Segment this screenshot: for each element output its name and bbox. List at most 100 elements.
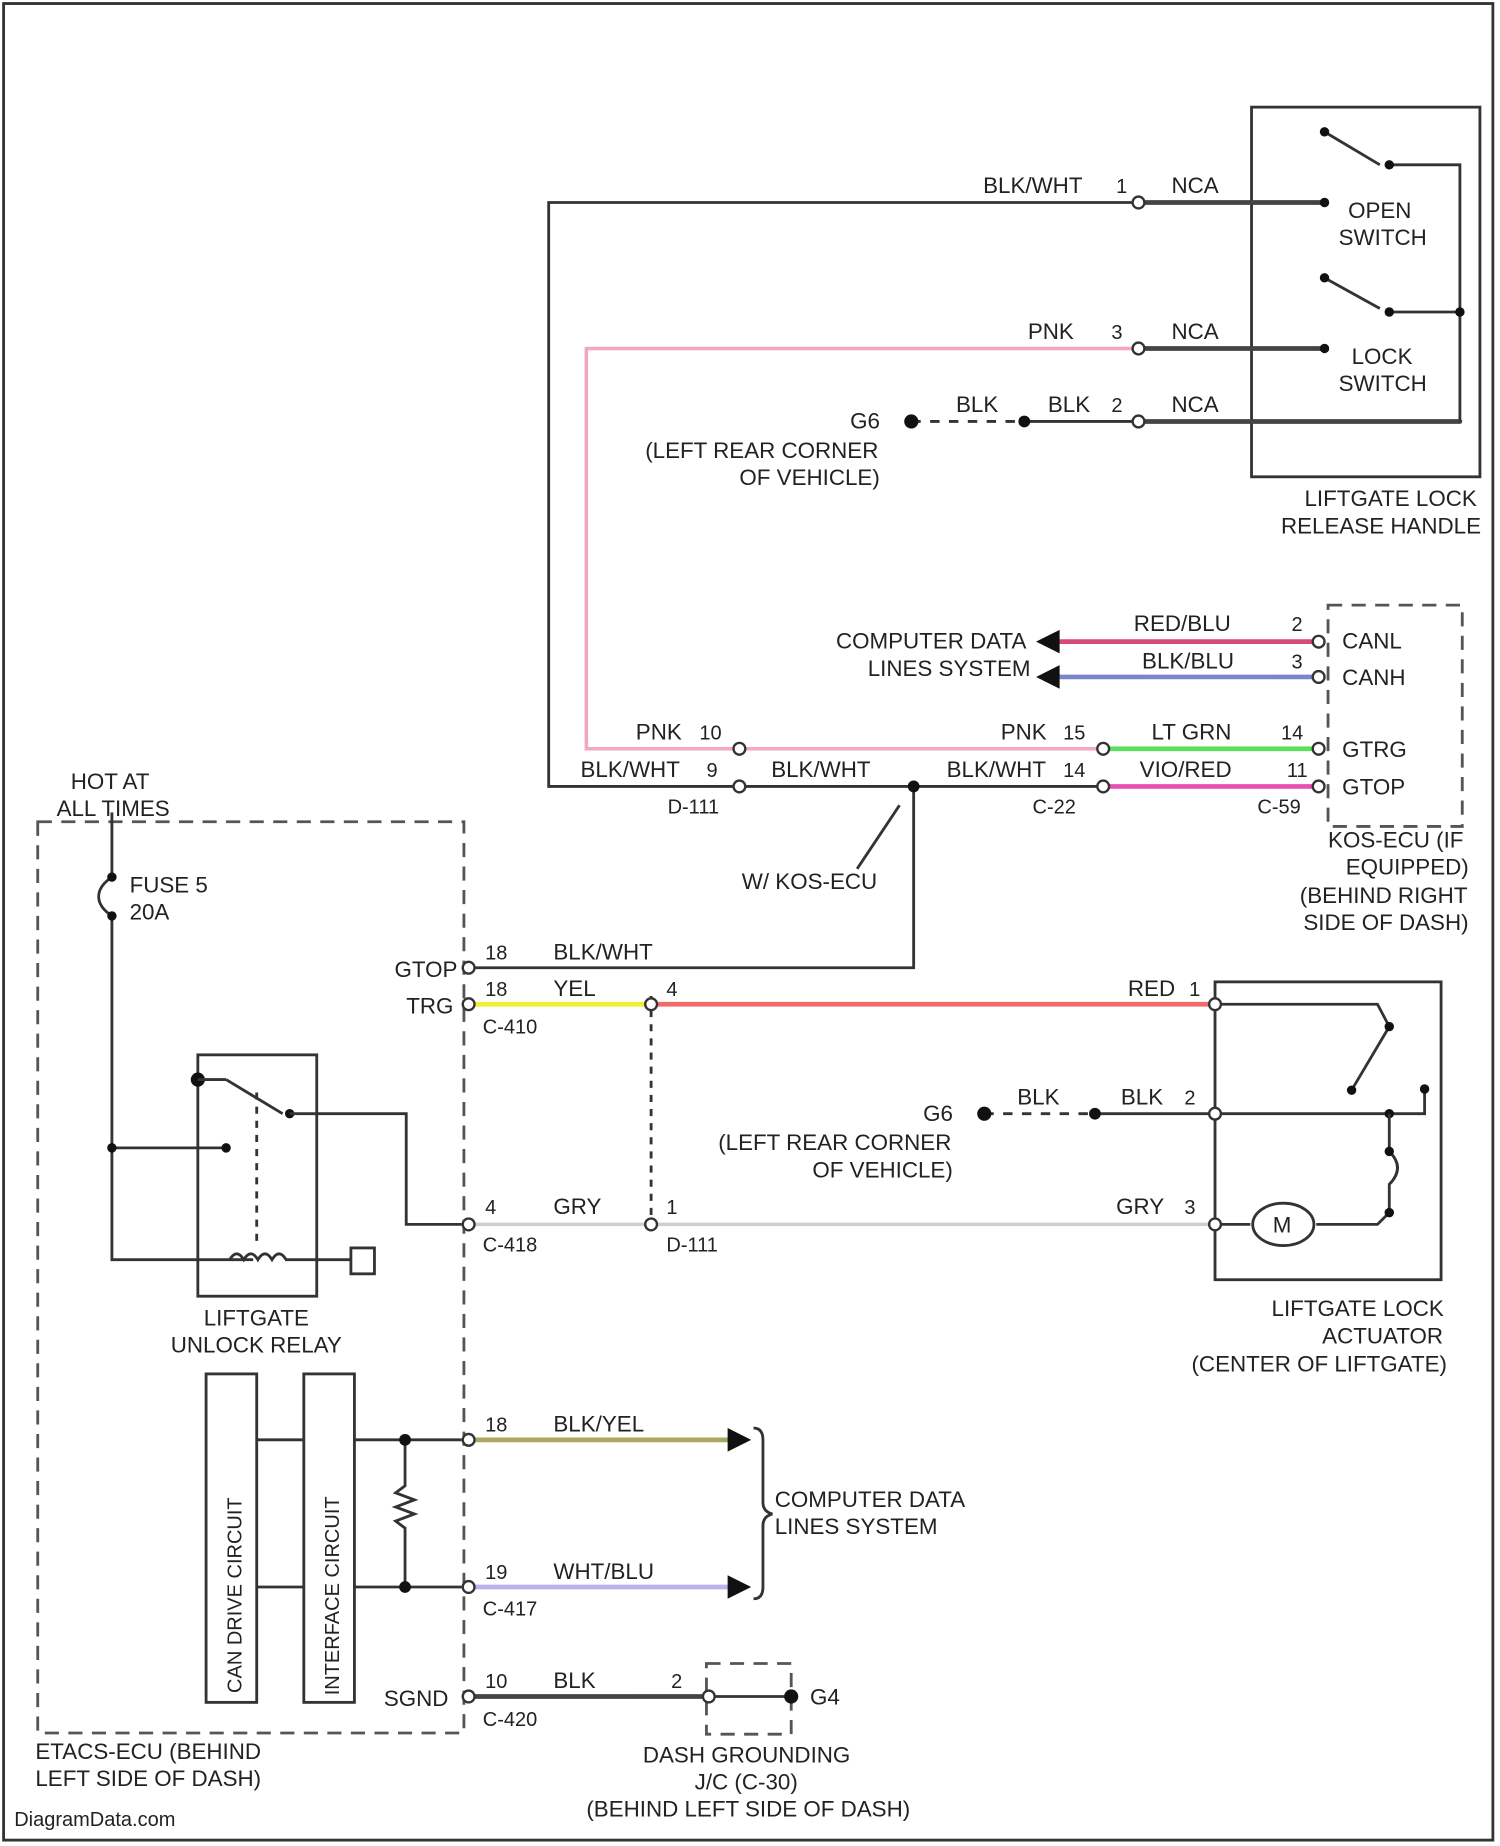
ltgrn-pin: 14	[1281, 722, 1303, 744]
term-act-1	[1209, 998, 1221, 1010]
blk-wht-loop-wire	[549, 202, 1139, 786]
canl-label: CANL	[1342, 629, 1402, 654]
trg-wire: YEL	[553, 976, 595, 1001]
splice-label: W/ KOS-ECU	[742, 869, 877, 894]
canh-wire-color: BLK/BLU	[1142, 649, 1234, 674]
etacs-ecu-label-2: LEFT SIDE OF DASH)	[35, 1766, 261, 1791]
actuator-section: M RED 1 G6 BLK BLK 2 (LEFT REAR CORNER O…	[718, 976, 1447, 1377]
handle-ground-desc-2: OF VEHICLE)	[739, 465, 879, 490]
actuator-motor-dot	[1385, 1208, 1394, 1217]
blk-yel-arrow	[728, 1428, 752, 1452]
wht-blu-arrow	[728, 1575, 752, 1599]
sgnd-conn: C-420	[483, 1709, 537, 1731]
switch-bus-node	[1455, 307, 1464, 316]
terminal-pin3	[1133, 343, 1145, 355]
dash-gnd-label-1: DASH GROUNDING	[643, 1742, 850, 1767]
lock-switch-label-2: SWITCH	[1339, 371, 1427, 396]
relay-nc-contact	[221, 1143, 230, 1152]
release-handle-label-2: RELEASE HANDLE	[1281, 513, 1481, 538]
term-canl-19	[463, 1581, 475, 1593]
lock-nca: NCA	[1171, 319, 1218, 344]
canh-arrow	[1036, 665, 1060, 689]
kos-splice-dot	[908, 781, 920, 793]
kos-ecu-label-4: SIDE OF DASH)	[1303, 910, 1468, 935]
vio-pin: 11	[1287, 760, 1308, 782]
etacs-canh-wire: BLK/YEL	[553, 1412, 644, 1437]
term-sgnd-2	[703, 1691, 715, 1703]
termination-resistor	[396, 1440, 415, 1587]
resistor-bottom-dot	[399, 1581, 411, 1593]
bw-right-wire: BLK/WHT	[947, 757, 1047, 782]
act-ground-wire-1: BLK	[1017, 1084, 1059, 1109]
trg-label: TRG	[406, 994, 453, 1019]
sgnd-pin-2: 2	[671, 1671, 682, 1693]
handle-ground-pin: 2	[1111, 395, 1122, 417]
gtop-label-kos: GTOP	[1342, 775, 1405, 800]
actuator-label-3: (CENTER OF LIFTGATE)	[1191, 1352, 1446, 1377]
terminal-pin2	[1133, 416, 1145, 428]
bw-right-pin: 14	[1063, 760, 1085, 782]
fuse-bottom-dot	[107, 911, 116, 920]
terminal-pin1	[1133, 197, 1145, 209]
act-gry-pin: 3	[1184, 1197, 1195, 1219]
canl-arrow	[1036, 630, 1060, 654]
pnk-left-pin: 10	[699, 722, 721, 744]
out-wire: GRY	[553, 1194, 601, 1219]
conn-c22: C-22	[1033, 797, 1076, 819]
open-switch-blade	[1325, 132, 1380, 165]
lock-switch-blade	[1325, 278, 1380, 309]
kos-data-label-2: LINES SYSTEM	[868, 656, 1031, 681]
term-gtop-18	[463, 962, 475, 974]
sgnd-label: SGND	[384, 1686, 449, 1711]
gry-splice-pin: 1	[666, 1197, 677, 1219]
fuse-out-wire	[112, 916, 253, 1260]
actuator-switch-top	[1385, 1022, 1394, 1031]
term-c22-14	[1097, 781, 1109, 793]
lock-switch-contact-b	[1385, 307, 1394, 316]
hot-label-2: ALL TIMES	[57, 796, 170, 821]
ground-dot-g6-top	[904, 414, 918, 428]
term-c22-15	[1097, 743, 1109, 755]
conn-d111: D-111	[668, 797, 720, 819]
act-ground-id: G6	[923, 1101, 953, 1126]
sgnd-ground-id: G4	[810, 1685, 840, 1710]
term-trg-18	[463, 998, 475, 1010]
actuator-red-internal	[1220, 1004, 1390, 1026]
term-splice-1	[645, 1219, 657, 1231]
canl-wire-color: RED/BLU	[1134, 611, 1231, 636]
fuse-top-dot	[107, 872, 116, 881]
kos-ecu-label-3: (BEHIND RIGHT	[1300, 883, 1468, 908]
term-act-3	[1209, 1219, 1221, 1231]
act-red-pin: 1	[1189, 979, 1200, 1001]
act-ground-pin: 2	[1184, 1087, 1195, 1109]
gtop-pin: 18	[485, 942, 507, 964]
open-nca: NCA	[1171, 173, 1218, 198]
lock-pin-number: 3	[1111, 322, 1122, 344]
ltgrn-wire: LT GRN	[1151, 719, 1231, 744]
actuator-label-1: LIFTGATE LOCK	[1272, 1296, 1444, 1321]
etacs-ecu-section: HOT AT ALL TIMES FUSE 5 20A LIFTGATE UNL…	[35, 769, 1212, 1822]
actuator-ground-end	[1420, 1084, 1429, 1093]
data-bracket	[754, 1428, 773, 1599]
actuator-box	[1215, 982, 1441, 1280]
fuse-label-2: 20A	[130, 899, 170, 924]
act-gry-wire: GRY	[1116, 1194, 1164, 1219]
dash-gnd-label-3: (BEHIND LEFT SIDE OF DASH)	[586, 1797, 910, 1822]
open-switch-contact-b	[1385, 160, 1394, 169]
watermark: DiagramData.com	[14, 1809, 175, 1831]
relay-coil-terminal	[351, 1248, 375, 1274]
relay-feed-node	[107, 1143, 116, 1152]
out-conn: C-418	[483, 1234, 537, 1256]
hot-label-1: HOT AT	[71, 769, 150, 794]
conn-c59: C-59	[1257, 797, 1300, 819]
open-switch-contact-c	[1320, 198, 1329, 207]
splice-leader	[857, 805, 899, 869]
trg-pin: 18	[485, 979, 507, 1001]
relay-label-1: LIFTGATE	[204, 1306, 309, 1331]
sgnd-pin: 10	[485, 1671, 507, 1693]
kos-ecu-label-1: KOS-ECU (IF	[1328, 828, 1463, 853]
act-ground-desc-2: OF VEHICLE)	[812, 1157, 952, 1182]
canh-label: CANH	[1342, 665, 1405, 690]
relay-blade	[226, 1080, 283, 1114]
actuator-label-2: ACTUATOR	[1322, 1323, 1443, 1348]
